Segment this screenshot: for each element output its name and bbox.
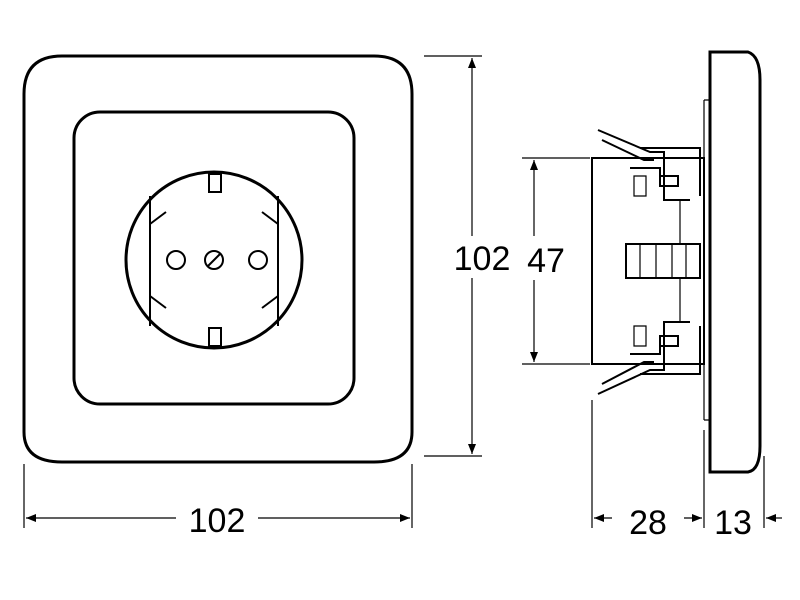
pin-hole-left xyxy=(166,250,186,270)
depth-frame-label: 13 xyxy=(714,504,752,542)
dimension-front-width: 102 xyxy=(23,464,413,540)
front-height-label: 102 xyxy=(454,240,511,278)
side-insert-body xyxy=(591,157,705,365)
dimension-front-height: 102 xyxy=(424,55,511,457)
lower-claw xyxy=(597,321,690,395)
upper-claw xyxy=(597,129,690,201)
earth-contact-top xyxy=(208,173,222,193)
outer-frame xyxy=(22,54,414,464)
side-view xyxy=(591,50,762,474)
central-pin xyxy=(625,243,701,279)
pin-hole-right xyxy=(248,250,268,270)
insert-height-label: 47 xyxy=(527,242,565,280)
front-view xyxy=(22,54,414,464)
side-frame xyxy=(708,50,762,474)
center-screw-icon xyxy=(204,250,224,270)
depth-insert-label: 28 xyxy=(629,504,667,542)
dimension-insert-height: 47 xyxy=(522,157,590,365)
front-width-label: 102 xyxy=(189,502,246,540)
earth-contact-bottom xyxy=(208,327,222,347)
inner-plate xyxy=(72,110,356,406)
dimension-depths: 28 13 xyxy=(591,400,782,542)
socket-cup xyxy=(124,170,304,350)
